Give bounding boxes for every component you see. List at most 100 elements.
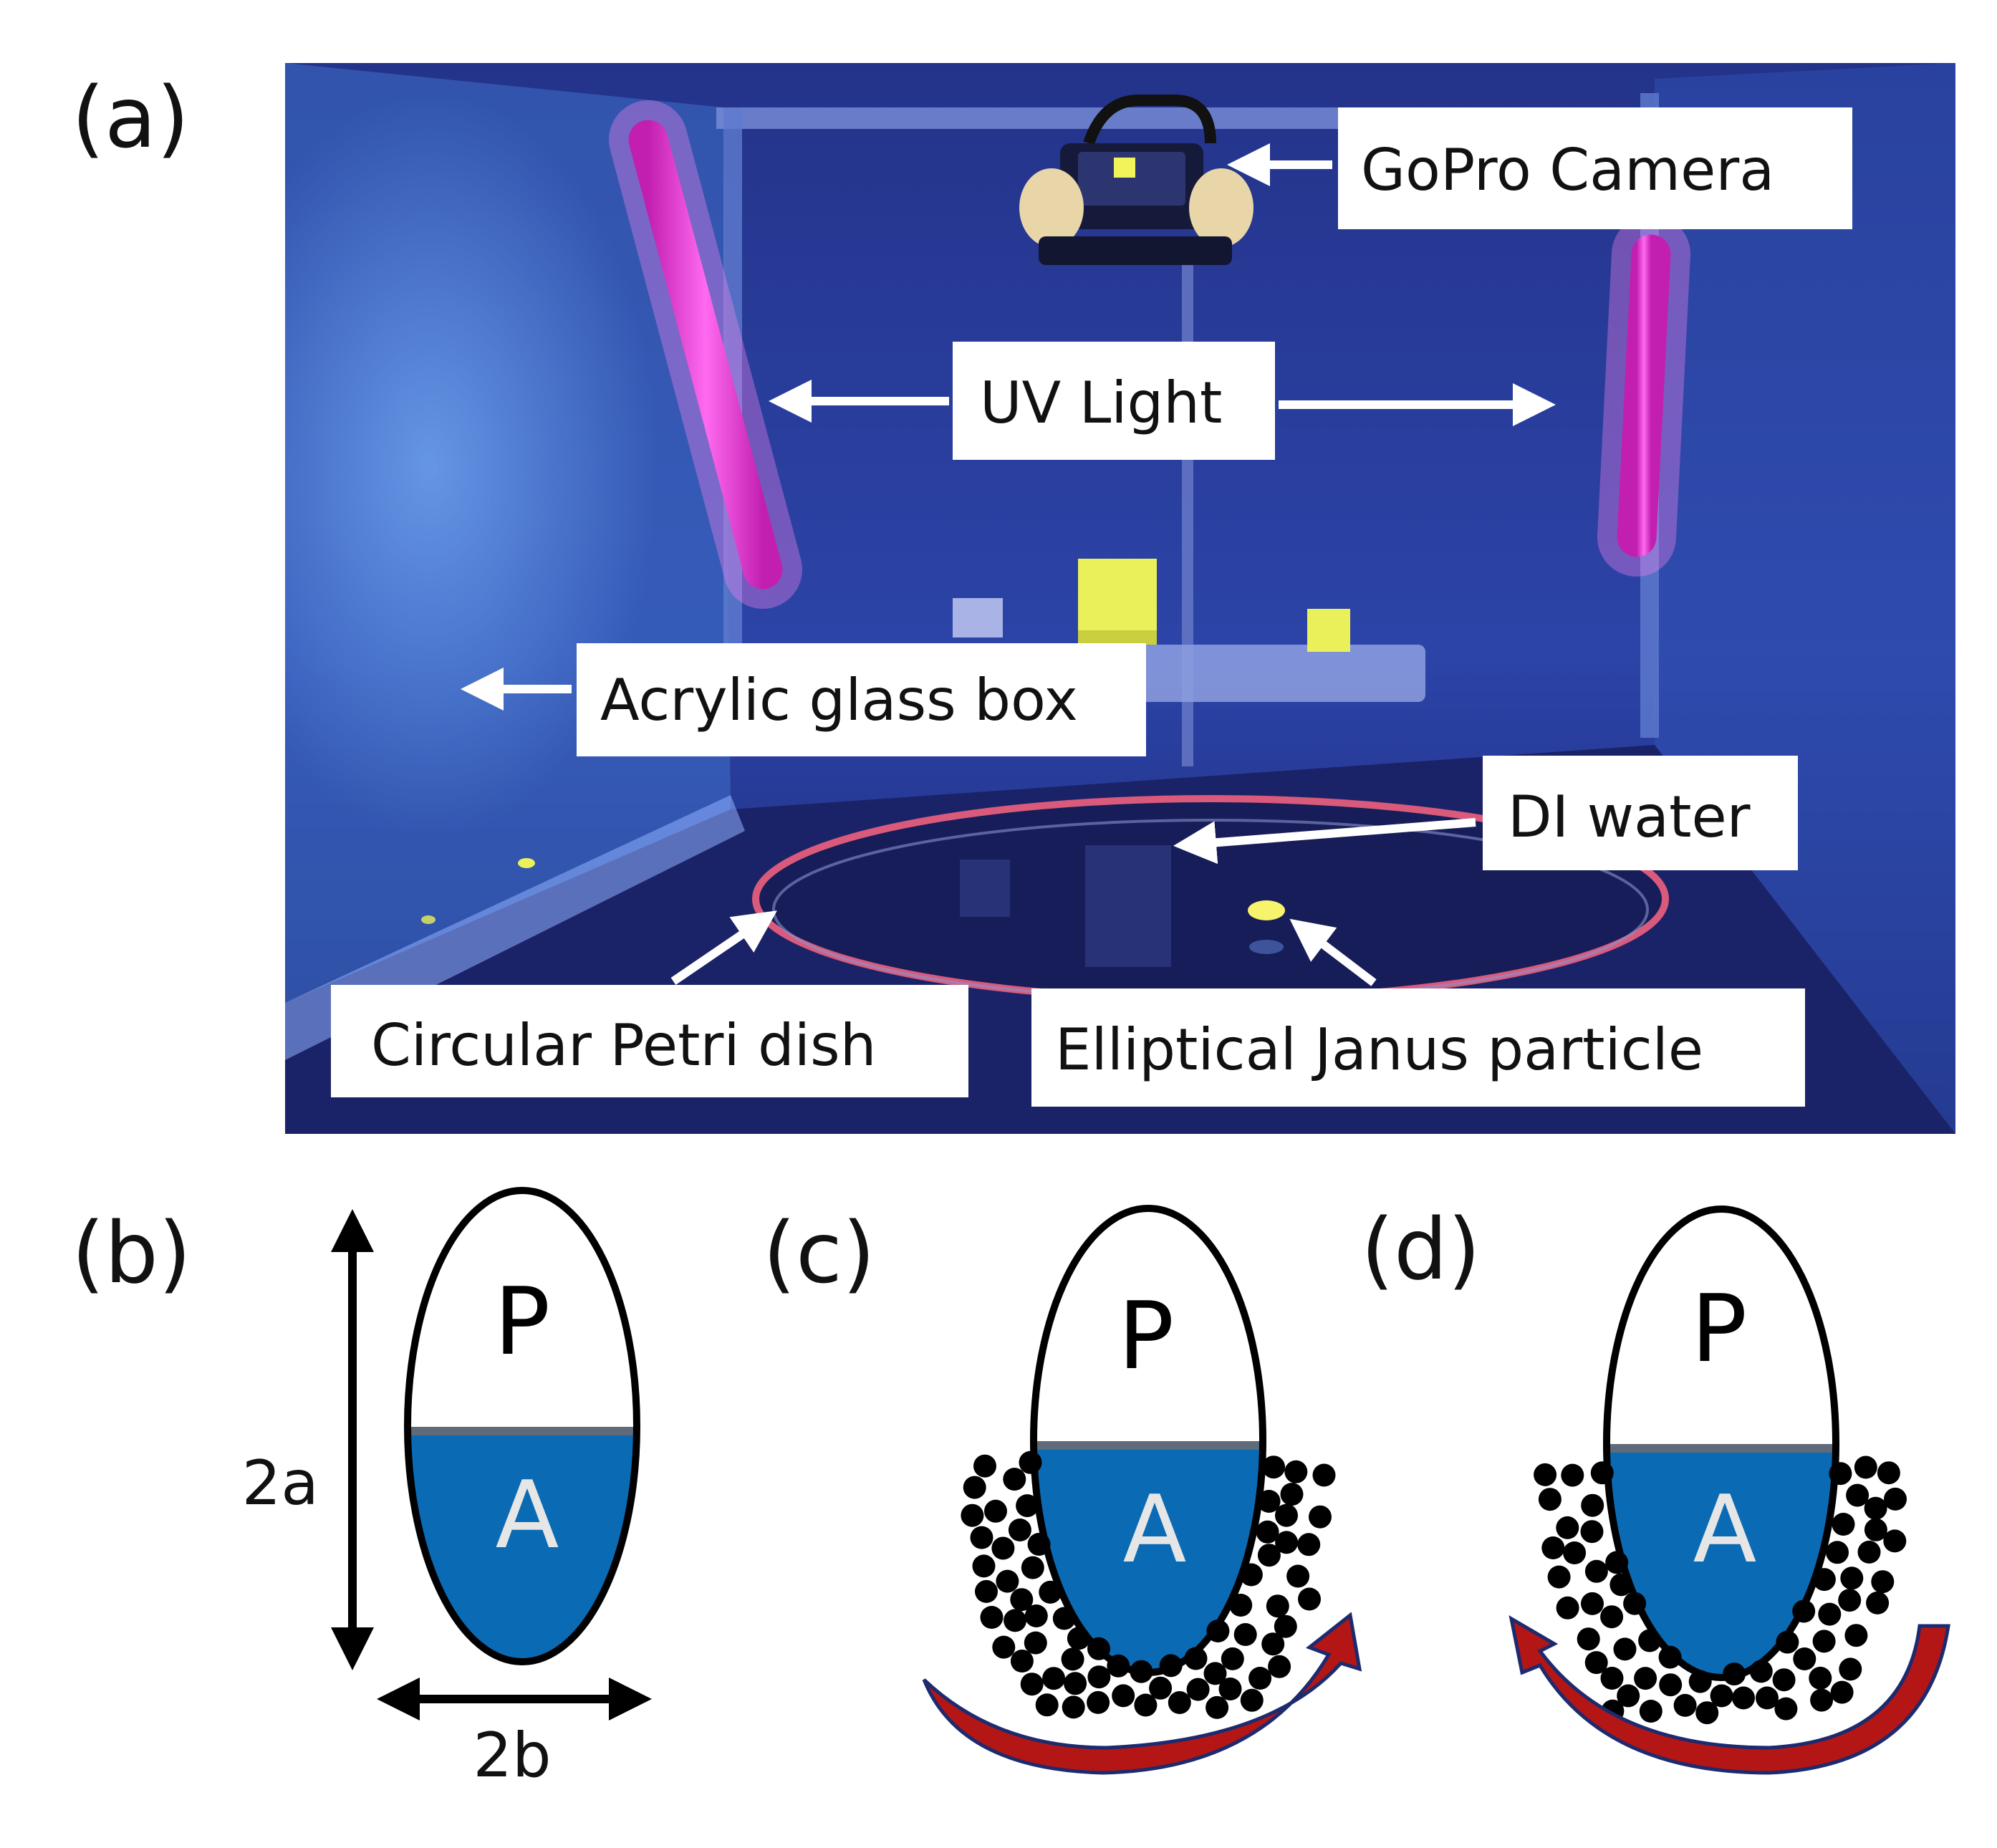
tracer-particle bbox=[1732, 1686, 1755, 1710]
tracer-particle bbox=[1774, 1697, 1798, 1721]
panel-label-d: (d) bbox=[1361, 1200, 1481, 1299]
tracer-particle bbox=[1112, 1684, 1135, 1708]
tracer-particle bbox=[1027, 1533, 1051, 1556]
tracer-particle bbox=[1024, 1604, 1048, 1627]
tracer-particle bbox=[1538, 1488, 1561, 1511]
panel-label-c: (c) bbox=[763, 1203, 875, 1302]
tracer-particle bbox=[1233, 1623, 1257, 1646]
tracer-particle bbox=[1838, 1589, 1862, 1612]
tracer-particle bbox=[1590, 1461, 1614, 1485]
tracer-particle bbox=[1262, 1455, 1286, 1479]
active-label-d: A bbox=[1693, 1475, 1757, 1584]
counterclockwise-arrow-icon bbox=[922, 1612, 1362, 1775]
tracer-particle bbox=[1826, 1541, 1849, 1564]
tracer-particle bbox=[1710, 1684, 1733, 1708]
tracer-particle bbox=[1857, 1540, 1881, 1564]
tracer-particle bbox=[1186, 1678, 1210, 1701]
tracer-particle bbox=[1257, 1490, 1281, 1513]
tracer-particle bbox=[1883, 1529, 1907, 1553]
tracer-particle bbox=[1149, 1676, 1173, 1700]
tracer-particle bbox=[1772, 1668, 1796, 1692]
tracer-particle bbox=[961, 1503, 984, 1527]
tracer-particle bbox=[1298, 1587, 1321, 1611]
panel-label-b: (b) bbox=[72, 1203, 191, 1302]
tracer-particle bbox=[1623, 1592, 1647, 1615]
tracer-particle bbox=[1184, 1647, 1208, 1670]
tracer-particle bbox=[1561, 1463, 1584, 1487]
tracer-particle bbox=[1312, 1463, 1336, 1487]
callout-water: DI water bbox=[1483, 756, 1798, 870]
tracer-particle bbox=[1274, 1614, 1297, 1638]
tracer-particle bbox=[1871, 1570, 1895, 1594]
janus-particle-diagram-b: P A 2a 2b bbox=[242, 1187, 652, 1791]
tracer-particle bbox=[1830, 1680, 1854, 1704]
tracer-particle bbox=[1004, 1609, 1027, 1632]
tracer-particle bbox=[970, 1526, 993, 1549]
minor-axis-label: 2b bbox=[473, 1720, 551, 1791]
callout-uv: UV Light bbox=[953, 342, 1275, 460]
tracer-particle bbox=[1275, 1503, 1298, 1527]
tracer-particle bbox=[1556, 1516, 1579, 1539]
callout-particle: Elliptical Janus particle bbox=[1031, 988, 1805, 1107]
petri-dish bbox=[752, 795, 1669, 1003]
tracer-particle bbox=[1280, 1483, 1304, 1506]
callout-acrylic-text: Acrylic glass box bbox=[600, 667, 1078, 733]
tracer-particle bbox=[1839, 1657, 1862, 1681]
active-label-c: A bbox=[1123, 1475, 1187, 1584]
tracer-particle bbox=[1638, 1629, 1662, 1652]
tracer-particle bbox=[1658, 1645, 1682, 1669]
tracer-particle bbox=[1159, 1654, 1183, 1678]
tracer-particle bbox=[996, 1569, 1019, 1593]
tracer-particle bbox=[1832, 1513, 1855, 1536]
tracer-particle bbox=[1617, 1684, 1640, 1708]
passive-label-d: P bbox=[1691, 1274, 1747, 1383]
tracer-particle bbox=[1275, 1531, 1299, 1554]
tracer-particle bbox=[1035, 1693, 1059, 1717]
tracer-particle bbox=[1256, 1520, 1279, 1544]
janus-particle-photo bbox=[1248, 900, 1285, 920]
tracer-particle bbox=[1809, 1666, 1832, 1690]
tracer-particle bbox=[1688, 1670, 1712, 1693]
tracer-particle bbox=[1792, 1599, 1816, 1623]
tracer-particle bbox=[1749, 1660, 1773, 1683]
tracer-particle bbox=[1130, 1660, 1153, 1683]
tracer-particle bbox=[1087, 1665, 1111, 1689]
tracer-particle bbox=[1547, 1565, 1571, 1589]
tracer-particle bbox=[1534, 1463, 1557, 1486]
tracer-particle bbox=[1206, 1695, 1229, 1719]
particle-outline-d bbox=[1603, 1205, 1839, 1681]
tracer-particle bbox=[1020, 1673, 1044, 1696]
callout-water-text: DI water bbox=[1508, 784, 1751, 850]
tracer-particle bbox=[1829, 1462, 1852, 1486]
tracer-particle bbox=[1563, 1541, 1587, 1564]
tracer-particles-c bbox=[961, 1450, 1336, 1719]
tracer-particle bbox=[1248, 1667, 1272, 1690]
tracer-particle bbox=[1064, 1672, 1087, 1695]
tracer-particle bbox=[1864, 1496, 1887, 1520]
tracer-particle bbox=[1107, 1654, 1130, 1678]
tracer-particle bbox=[1024, 1631, 1047, 1655]
tracer-particle bbox=[1284, 1460, 1308, 1483]
tracer-particle bbox=[1266, 1594, 1289, 1618]
clockwise-arrow-icon bbox=[1508, 1615, 1950, 1775]
tracer-particle bbox=[1240, 1688, 1264, 1712]
tracer-particle bbox=[963, 1476, 986, 1499]
tracer-particle bbox=[1003, 1468, 1026, 1491]
active-label-b: A bbox=[496, 1460, 559, 1569]
tracer-particle bbox=[980, 1606, 1004, 1629]
tracer-particle bbox=[1286, 1564, 1310, 1588]
callout-acrylic: Acrylic glass box bbox=[577, 643, 1146, 756]
tracer-particle bbox=[1600, 1605, 1624, 1629]
callout-petri: Circular Petri dish bbox=[331, 985, 968, 1097]
tracer-particle bbox=[1840, 1567, 1864, 1590]
passive-label-b: P bbox=[494, 1267, 550, 1376]
tracer-particle bbox=[1605, 1551, 1629, 1574]
tracer-particle bbox=[1541, 1536, 1565, 1559]
tracer-particle bbox=[1309, 1505, 1332, 1529]
tracer-particle bbox=[1268, 1655, 1291, 1678]
tracer-particle bbox=[1810, 1688, 1834, 1712]
tracer-particle bbox=[1203, 1662, 1227, 1685]
tracer-particle bbox=[1812, 1568, 1836, 1592]
tracer-particle bbox=[1221, 1647, 1244, 1670]
tracer-particle bbox=[1884, 1487, 1907, 1511]
